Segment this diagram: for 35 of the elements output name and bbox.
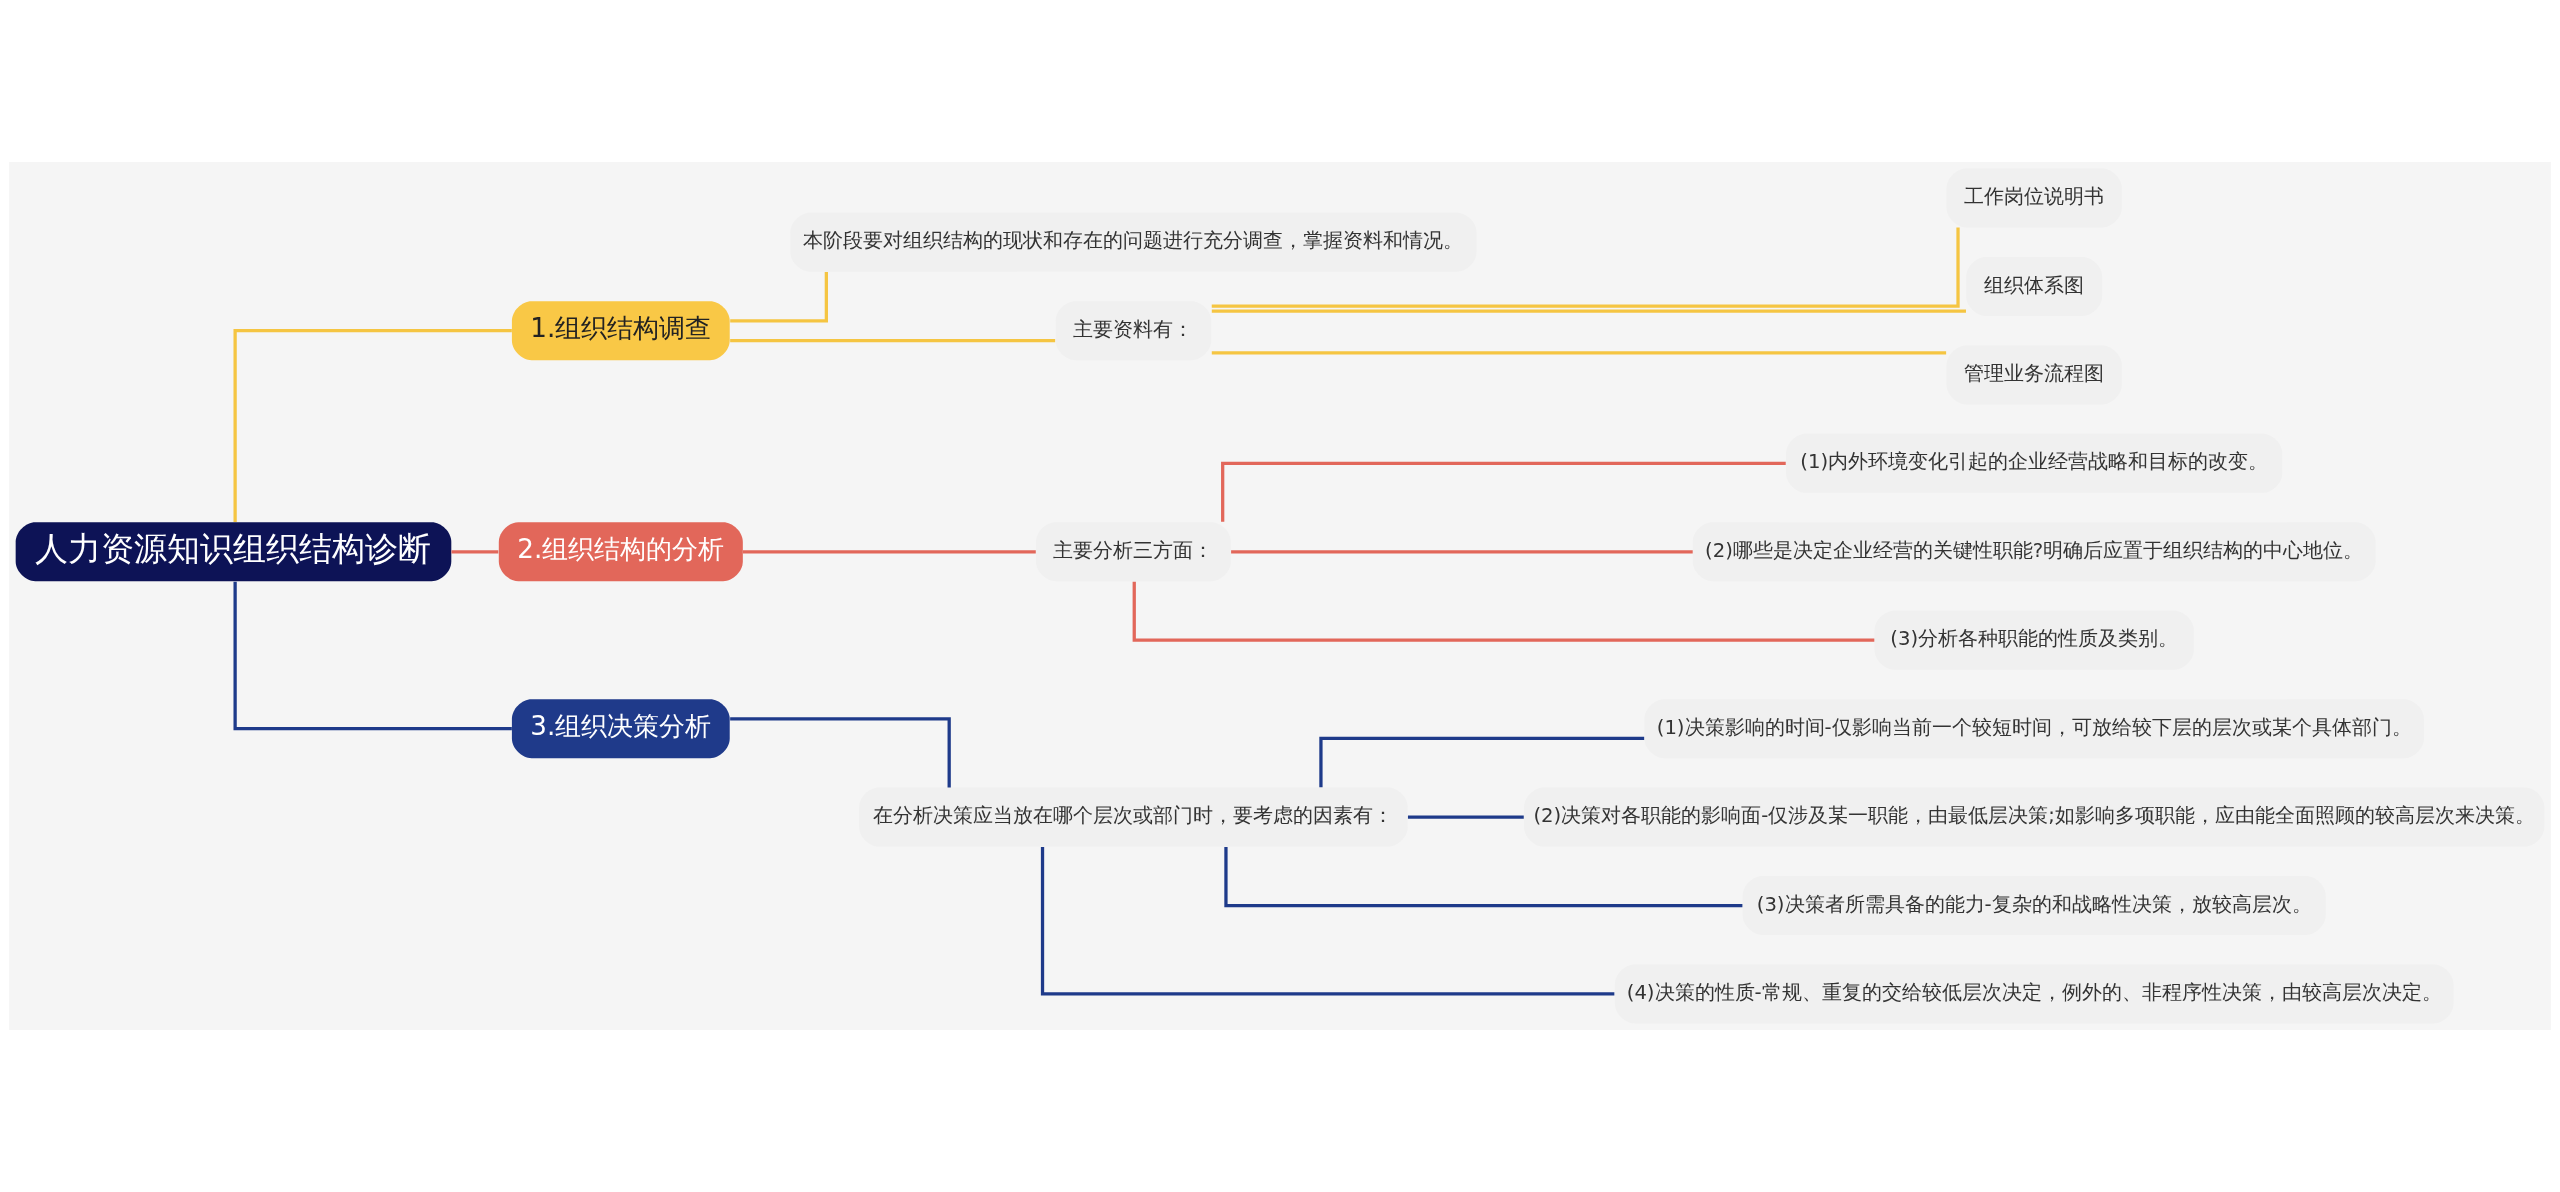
node-text: (1)决策影响的时间-仅影响当前一个较短时间，可放给较下层的层次或某个具体部门。 [1656, 715, 2412, 739]
connector [730, 271, 828, 323]
node-text: (2)哪些是决定企业经营的关键性职能?明确后应置于组织结构的中心地位。 [1705, 538, 2364, 562]
node-text: 本阶段要对组织结构的现状和存在的问题进行充分调查，掌握资料和情况。 [803, 229, 1464, 253]
connector [1231, 550, 1693, 554]
connector [730, 338, 1056, 343]
node-text: (1)内外环境变化引起的企业经营战略和目标的改变。 [1800, 450, 2269, 474]
node-text: 管理业务流程图 [1964, 361, 2105, 385]
connector [1211, 227, 1960, 308]
connector [1224, 847, 1743, 908]
node-text: 主要分析三方面： [1053, 538, 1214, 562]
connector [1407, 815, 1524, 819]
node-text: (3)分析各种职能的性质及类别。 [1890, 627, 2179, 651]
node-box: 1.组织结构调查 [511, 301, 730, 361]
connector [1221, 461, 1786, 522]
connector [233, 581, 512, 731]
node-box: 2.组织结构的分析 [498, 522, 743, 582]
node-text: 在分析决策应当放在哪个层次或部门时，要考虑的因素有： [873, 804, 1394, 828]
connector [730, 717, 951, 788]
node-text: 工作岗位说明书 [1964, 185, 2105, 209]
node-text: (4)决策的性质-常规、重复的交给较低层次决定，例外的、非程序性决策，由较高层次决定。 [1626, 981, 2442, 1005]
connector [1132, 581, 1875, 642]
connector [1319, 736, 1645, 788]
connector [1211, 309, 1966, 313]
connector [1040, 847, 1615, 996]
node-text: (3)决策者所需具备的能力-复杂的和战略性决策，放较高层次。 [1756, 892, 2312, 916]
connector [1211, 351, 1947, 355]
node-text: 组织体系图 [1984, 273, 2085, 297]
connector [233, 329, 512, 522]
node-box: 人力资源知识组织结构诊断 [15, 522, 452, 582]
node-text: (2)决策对各职能的影响面-仅涉及某一职能，由最低层决策;如影响多项职能，应由能全面照顾的较高层次来决策。 [1533, 804, 2535, 828]
connector [742, 550, 1036, 554]
node-text: 主要资料有： [1073, 317, 1194, 341]
connector [451, 550, 499, 554]
node-box: 3.组织决策分析 [511, 699, 730, 759]
